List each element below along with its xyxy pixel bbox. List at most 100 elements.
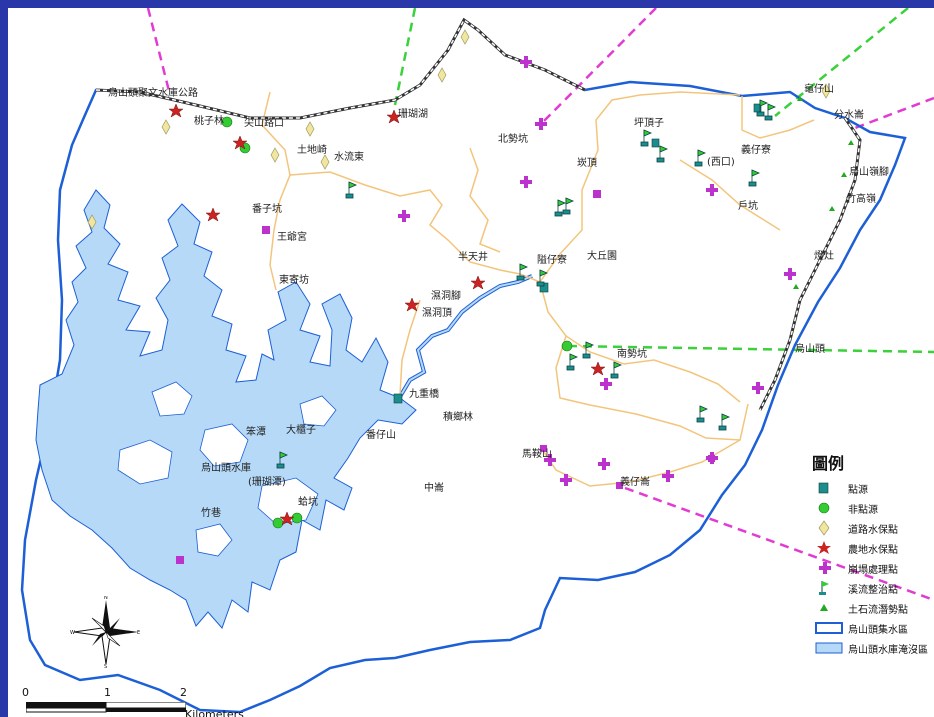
place-label: 桃子林 (194, 116, 224, 127)
landslide-points (176, 56, 796, 564)
compass-n: N (104, 596, 108, 601)
legend-label: 土石流潛勢點 (848, 605, 908, 616)
catchment-map (20, 8, 934, 714)
reservoir-water (35, 189, 417, 629)
green-dashed-line (567, 344, 934, 354)
place-label: 分水崙 (834, 110, 864, 121)
nonpoint-source-icon (818, 502, 830, 514)
place-label: 大丘園 (587, 251, 617, 262)
place-label: 尖山路口 (244, 118, 284, 129)
map-panel[interactable]: 烏山頭聚文水庫公路桃子林尖山路口珊瑚湖土地崎水流東北勢坑坪頂子(西口)崁頂義仔寮… (8, 8, 934, 717)
place-label: 烏山頭水庫 (201, 463, 251, 474)
reservoir-island (199, 423, 249, 467)
flag-icon (819, 581, 829, 595)
green-dashed-line (774, 8, 909, 117)
river-channel (397, 275, 533, 401)
place-label: 九重橋 (409, 389, 439, 400)
scale-bar-graphic (26, 702, 186, 713)
place-label: 南勢坑 (617, 349, 647, 360)
scale-bar: 0 1 2 Kilometers (22, 686, 262, 717)
legend-item-farmland: 農地水保點 (812, 538, 934, 558)
legend-label: 烏山頭集水區 (848, 625, 908, 636)
place-label: 隘仔寮 (537, 255, 567, 266)
triangle-icon (820, 604, 828, 611)
nonpoint-sources (221, 116, 573, 529)
green-dashed-line (393, 8, 417, 106)
legend-item-road-conservation: 道路水保點 (812, 518, 934, 538)
diamond-icon (818, 520, 830, 536)
scale-tick-0: 0 (22, 686, 29, 699)
place-label: 竹巷 (201, 508, 221, 519)
farmland-conservation-points (168, 103, 606, 526)
legend-label: 道路水保點 (848, 525, 898, 536)
magenta-dashed-line (624, 486, 934, 602)
point-source-icon (818, 482, 829, 494)
place-label: 積鄉林 (443, 412, 473, 423)
place-label: 烏山嶺腳 (849, 167, 889, 178)
compass-s: S (104, 664, 107, 668)
river-channel (396, 274, 533, 402)
place-label: 烏山頭聚文水庫公路 (108, 88, 198, 99)
legend-item-stream: 溪流整治點 (812, 578, 934, 598)
legend-label: 非點源 (848, 505, 878, 516)
star-icon (817, 541, 831, 554)
magenta-dashed-line (539, 8, 657, 126)
map-legend: 圖例 點源 非點源 道路水保點 農地水保點 崩塌處理點 (812, 450, 934, 690)
legend-label: 溪流整治點 (848, 585, 898, 596)
cross-icon (819, 562, 831, 574)
compass-rose-icon: N S W E (70, 596, 140, 668)
fill-box-icon (815, 642, 843, 654)
reservoir-island (257, 477, 319, 525)
place-label: 龜仔山 (804, 84, 834, 95)
place-label: 番仔山 (366, 430, 396, 441)
railway-lines (95, 17, 862, 411)
place-label: 中崙 (424, 483, 444, 494)
legend-item-debris-flow: 土石流潛勢點 (812, 598, 934, 618)
point-sources (393, 103, 762, 404)
legend-label: 農地水保點 (848, 545, 898, 556)
place-label: 王爺宮 (277, 232, 307, 243)
stream-regulation-points (276, 99, 777, 469)
magenta-dashed-line (146, 8, 172, 96)
legend-title: 圖例 (812, 454, 845, 473)
place-label: 戶坑 (738, 201, 758, 212)
place-label: 義仔寮 (741, 145, 771, 156)
legend-item-landslide: 崩塌處理點 (812, 558, 934, 578)
place-label: 大櫃子 (286, 425, 316, 436)
place-label: 坪頂子 (634, 118, 664, 129)
debris-flow-points (793, 96, 854, 289)
place-label: 珊瑚湖 (398, 109, 428, 120)
legend-label: 崩塌處理點 (848, 565, 898, 576)
place-label: 半天井 (458, 252, 488, 263)
place-label: 笨潭 (246, 427, 266, 438)
outline-box-icon (815, 622, 843, 634)
place-label: 濕洞腳 (431, 291, 461, 302)
compass-e: E (137, 630, 140, 636)
place-label: 馬鞍山 (522, 449, 552, 460)
magenta-dashed-line (854, 96, 934, 130)
legend-item-nonpoint: 非點源 (812, 498, 934, 518)
scale-tick-2: 2 (180, 686, 187, 699)
scale-unit: Kilometers (185, 708, 244, 717)
reservoir-island (117, 439, 173, 485)
legend-label: 烏山頭水庫淹沒區 (848, 645, 928, 656)
scale-tick-1: 1 (104, 686, 111, 699)
place-label: 東寄坊 (279, 275, 309, 286)
place-label: 番子坑 (252, 204, 282, 215)
place-label: 義仔崙 (620, 477, 650, 488)
reservoir-island (151, 381, 193, 417)
legend-item-catchment: 烏山頭集水區 (812, 618, 934, 638)
place-label: 燈灶 (814, 251, 834, 262)
place-label: 蛤坑 (298, 497, 318, 508)
road-conservation-points (87, 29, 831, 230)
place-label: 濕洞頂 (422, 308, 452, 319)
legend-item-inundation: 烏山頭水庫淹沒區 (812, 638, 934, 658)
place-label: 竹高嶺 (846, 194, 876, 205)
place-label: 烏山頭 (795, 344, 825, 355)
place-label: 北勢坑 (498, 134, 528, 145)
road-network (261, 91, 815, 487)
reservoir-island (299, 395, 337, 427)
reservoir-island (195, 523, 233, 557)
place-label: (西口) (707, 157, 735, 168)
